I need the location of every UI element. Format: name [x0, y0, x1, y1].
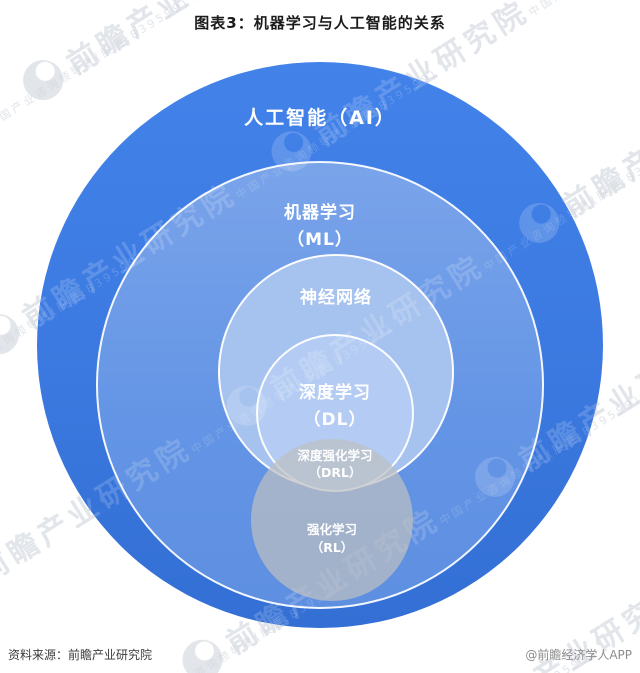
label-ml-line2: （ML） — [287, 230, 353, 250]
watermark-brand-text: 前瞻产业研究院 — [557, 65, 640, 225]
qianzhan-logo-icon — [15, 52, 71, 108]
qianzhan-logo-icon — [0, 306, 27, 362]
qianzhan-logo-icon — [174, 632, 231, 673]
label-nn-text: 神经网络 — [300, 288, 372, 308]
label-rl-line1: 强化学习 — [306, 522, 357, 537]
label-dl-line2: （DL） — [303, 410, 367, 430]
circle-reinforcement-learning — [251, 439, 413, 601]
watermark-brand-text: 前瞻产业研究院 — [0, 0, 40, 10]
qianzhan-logo-icon — [174, 632, 231, 673]
label-ai-text: 人工智能（AI） — [244, 107, 396, 129]
chart-title: 图表3：机器学习与人工智能的关系 — [194, 14, 446, 32]
label-drl-line1: 深度强化学习 — [297, 448, 373, 463]
label-deep-learning: 深度学习 （DL） — [256, 380, 414, 434]
label-deep-reinforcement-learning: 深度强化学习 （DRL） — [235, 447, 435, 481]
source-note: 资料来源：前瞻产业研究院 — [8, 648, 153, 662]
label-neural-networks: 神经网络 — [218, 283, 454, 308]
label-dl-line1: 深度学习 — [299, 383, 371, 403]
label-ml-line1: 机器学习 — [284, 203, 356, 223]
label-machine-learning: 机器学习 （ML） — [96, 200, 544, 254]
label-reinforcement-learning: 强化学习 （RL） — [251, 521, 413, 557]
watermark-brand-text: 前瞻产业研究院 — [557, 65, 640, 225]
label-rl-line2: （RL） — [310, 540, 354, 555]
label-artificial-intelligence: 人工智能（AI） — [37, 103, 603, 130]
watermark-brand-text: 前瞻产业研究院 — [0, 0, 40, 10]
qianzhan-logo-icon — [15, 52, 71, 108]
credit-note: @前瞻经济学人APP — [525, 648, 632, 662]
label-drl-line2: （DRL） — [308, 465, 362, 480]
qianzhan-logo-icon — [0, 306, 27, 362]
